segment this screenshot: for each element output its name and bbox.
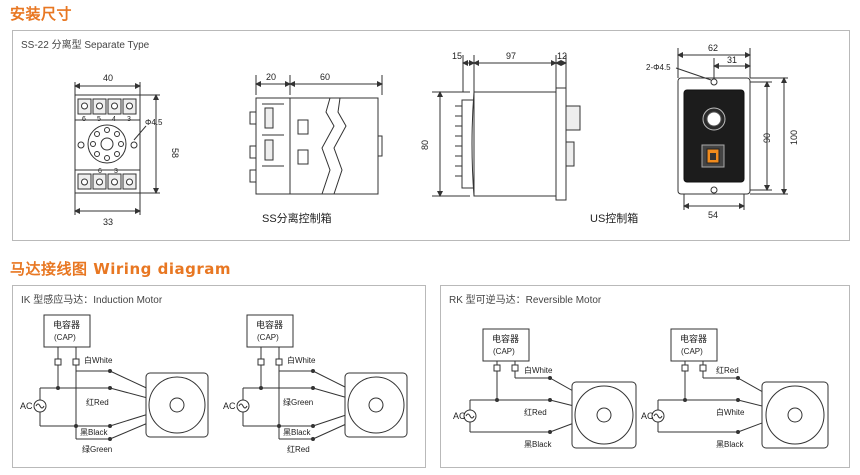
wire-label: 白White — [524, 365, 553, 375]
wire-label: 绿Green — [82, 445, 112, 454]
us-side-drawing — [432, 55, 581, 201]
cap-label: 电容器 — [492, 333, 519, 344]
ac-label: AC — [641, 411, 654, 421]
wire-label: 白White — [84, 355, 113, 365]
ss-side-b: 60 — [320, 72, 330, 82]
dimensions-panel-label: SS-22 分离型 Separate Type — [21, 40, 150, 51]
wiring-section-title: 马达接线图 Wiring diagram — [10, 260, 231, 278]
dimensions-section-title: 安装尺寸 — [10, 5, 73, 23]
us-front-offset: 31 — [727, 55, 737, 65]
pin-label: 3 — [127, 116, 131, 123]
socket-width-label: 40 — [103, 73, 113, 83]
us-caption: US控制箱 — [590, 211, 638, 225]
cap-en-label: (CAP) — [681, 347, 703, 356]
us-side-a: 15 — [452, 51, 462, 61]
socket-base-label: 33 — [103, 217, 113, 227]
pin-label: 6 — [98, 168, 102, 175]
us-front-holes: 2-Φ4.5 — [646, 63, 671, 72]
wire-label: 黑Black — [716, 440, 745, 449]
rk-diagram-2 — [651, 328, 829, 449]
top-terminals — [77, 98, 137, 115]
cap-label: 电容器 — [256, 319, 283, 330]
us-front-h1: 90 — [762, 133, 772, 143]
us-front-drawing — [675, 48, 788, 210]
wire-label: 红Red — [287, 444, 310, 454]
wire-label: 红Red — [86, 397, 109, 407]
socket-drawing — [74, 82, 160, 215]
pin-label: 3 — [114, 168, 118, 175]
rk2-terminal-dots — [683, 376, 740, 434]
bottom-terminals — [77, 173, 137, 190]
us-side-height: 80 — [420, 140, 430, 150]
pin-label: 6 — [82, 116, 86, 123]
wire-label: 黑Black — [80, 428, 109, 437]
wire-label: 白White — [287, 355, 316, 365]
rk1-terminal-dots — [495, 376, 552, 434]
wire-label: 红Red — [716, 365, 739, 375]
us-front-h2: 100 — [789, 130, 799, 145]
cap-en-label: (CAP) — [493, 347, 515, 356]
ik1-terminal-dots — [56, 369, 112, 441]
ik2-terminal-dots — [259, 369, 315, 441]
us-front-base: 54 — [708, 210, 718, 220]
socket-hole-label: Φ4.5 — [145, 118, 163, 127]
wire-label: 红Red — [524, 407, 547, 417]
wire-label: 黑Black — [283, 428, 312, 437]
socket-height-label: 58 — [170, 148, 180, 158]
ss-caption: SS分离控制箱 — [262, 211, 332, 225]
ik-diagram-2 — [236, 314, 408, 440]
wire-label: 绿Green — [283, 398, 313, 407]
wire-label: 黑Black — [524, 440, 553, 449]
cap-label: 电容器 — [53, 319, 80, 330]
ss-side-a: 20 — [266, 72, 276, 82]
ss-side-drawing — [249, 75, 383, 195]
us-side-c: 12 — [557, 51, 567, 61]
cap-en-label: (CAP) — [257, 333, 279, 342]
pin-label: 4 — [112, 116, 116, 123]
pin-label: 5 — [97, 116, 101, 123]
ac-label: AC — [20, 401, 33, 411]
cap-label: 电容器 — [680, 333, 707, 344]
us-front-width: 62 — [708, 43, 718, 53]
ik-diagram-1 — [33, 314, 209, 440]
ac-label: AC — [453, 411, 466, 421]
rk-panel-label: RK 型可逆马达：Reversible Motor — [449, 295, 602, 306]
rk-diagram-1 — [463, 328, 637, 449]
wire-label: 白White — [716, 407, 745, 417]
cap-en-label: (CAP) — [54, 333, 76, 342]
ac-label: AC — [223, 401, 236, 411]
ik-panel-label: IK 型感应马达：Induction Motor — [21, 295, 163, 306]
us-side-b: 97 — [506, 51, 516, 61]
